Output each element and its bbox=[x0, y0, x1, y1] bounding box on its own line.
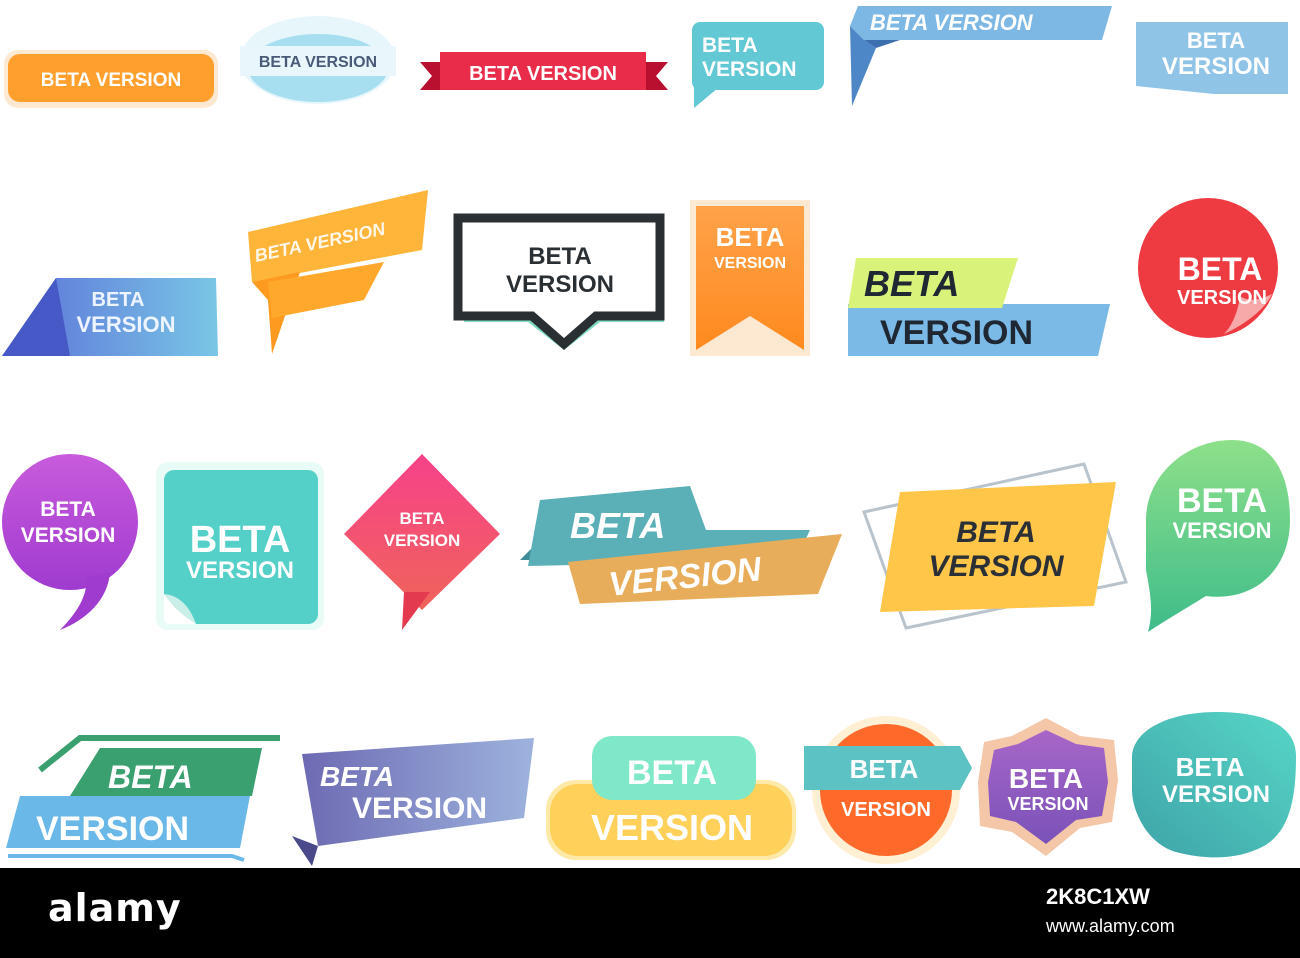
badge-text-line2: VERSION bbox=[76, 312, 175, 337]
badge-blue-folded: BETA VERSION bbox=[850, 6, 1112, 106]
badge-text-line1: BETA bbox=[702, 34, 758, 57]
badge-text-line1: BETA bbox=[190, 519, 291, 561]
badge-orange-pill: BETA VERSION bbox=[4, 50, 218, 108]
badge-text-line2: VERSION bbox=[928, 550, 1064, 583]
badge-sheet: BETA VERSION BETA VERSION BETA VERSION B… bbox=[2, 6, 1296, 866]
badge-teal-blob: BETA VERSION bbox=[1131, 712, 1296, 858]
badge-text-line2: VERSION bbox=[36, 810, 189, 848]
badge-mint-yellow-pills: BETA VERSION bbox=[546, 736, 796, 860]
badge-red-sticker: BETA VERSION bbox=[1138, 198, 1278, 338]
badge-text-line1: BETA bbox=[320, 761, 394, 792]
badge-text-line1: BETA bbox=[1009, 763, 1083, 794]
site-url: www.alamy.com bbox=[1046, 916, 1175, 936]
badge-text-line1: BETA bbox=[399, 509, 444, 528]
badge-orange-circle-ribbon: BETA VERSION bbox=[804, 716, 972, 864]
badge-teal-square: BETA VERSION bbox=[156, 462, 324, 630]
badge-orange-folded: BETA VERSION bbox=[248, 190, 428, 354]
badge-text-line2: VERSION bbox=[1172, 518, 1271, 543]
badge-pale-blue-tag: BETA VERSION bbox=[1136, 22, 1288, 94]
badge-text-line1: BETA bbox=[1177, 482, 1267, 520]
badge-pink-diamond: BETA VERSION bbox=[344, 454, 500, 630]
badge-yellow-framed: BETA VERSION bbox=[862, 462, 1128, 630]
badge-text-line2: VERSION bbox=[841, 799, 931, 821]
badge-text-line2: VERSION bbox=[880, 314, 1033, 352]
badge-purple-flower: BETA VERSION bbox=[978, 718, 1118, 856]
badge-text-line1: BETA bbox=[528, 243, 592, 270]
badge-text-line2: VERSION bbox=[714, 255, 786, 272]
badge-text: BETA VERSION bbox=[41, 70, 181, 91]
badge-text-line2: VERSION bbox=[21, 524, 116, 547]
badge-magenta-bubble: BETA VERSION bbox=[2, 454, 138, 630]
badge-text: BETA VERSION bbox=[469, 63, 617, 85]
badge-teal-sand-double: BETA VERSION bbox=[520, 486, 842, 604]
badge-green-blue-stack: BETA VERSION bbox=[6, 735, 280, 862]
badge-text-line2: VERSION bbox=[384, 531, 461, 550]
badge-aqua-speech: BETA VERSION bbox=[692, 22, 824, 108]
badge-text-line1: BETA bbox=[92, 289, 145, 311]
badge-green-bubble: BETA VERSION bbox=[1146, 440, 1290, 632]
badge-framed-speech: BETA VERSION bbox=[453, 213, 665, 350]
badge-text-line2: VERSION bbox=[352, 792, 487, 825]
badge-text-line1: BETA bbox=[627, 754, 717, 792]
badge-text-line2: VERSION bbox=[1162, 781, 1270, 808]
badge-text-line1: BETA bbox=[570, 505, 665, 546]
badge-text-line2: VERSION bbox=[1007, 794, 1088, 814]
badge-text-line2: VERSION bbox=[1162, 53, 1270, 80]
badge-text-line2: VERSION bbox=[186, 557, 294, 584]
badge-red-ribbon: BETA VERSION bbox=[420, 52, 668, 90]
badge-orange-bookmark: BETA VERSION bbox=[690, 200, 810, 356]
badge-text-line1: BETA bbox=[1176, 752, 1245, 782]
badge-text-line2: VERSION bbox=[591, 807, 753, 848]
badge-text-line1: BETA bbox=[864, 263, 959, 304]
alamy-logo: alamy bbox=[48, 886, 182, 930]
badge-text-line2: VERSION bbox=[506, 271, 614, 298]
watermark-bar: alamy 2K8C1XW www.alamy.com bbox=[0, 868, 1300, 958]
badge-wedge-gradient: BETA VERSION bbox=[2, 278, 218, 356]
badge-text-line1: BETA bbox=[108, 759, 193, 795]
badge-violet-flag: BETA VERSION bbox=[292, 738, 534, 866]
badge-text-line1: BETA bbox=[1187, 28, 1245, 53]
badge-text-line1: BETA bbox=[716, 222, 785, 252]
badge-text-line1: BETA bbox=[956, 516, 1035, 549]
badge-text-line2: VERSION bbox=[1177, 287, 1267, 309]
badge-text: BETA VERSION bbox=[259, 54, 377, 71]
badge-text-line1: BETA bbox=[1178, 251, 1263, 287]
badge-text-line2: VERSION bbox=[702, 58, 797, 81]
image-id: 2K8C1XW bbox=[1046, 884, 1150, 909]
badge-lime-blue-stack: BETA VERSION bbox=[848, 258, 1110, 356]
badge-blue-oval: BETA VERSION bbox=[240, 16, 396, 104]
badge-text-line1: BETA bbox=[40, 498, 96, 521]
badge-text-line1: BETA bbox=[850, 754, 919, 784]
badge-text: BETA VERSION bbox=[870, 10, 1034, 35]
